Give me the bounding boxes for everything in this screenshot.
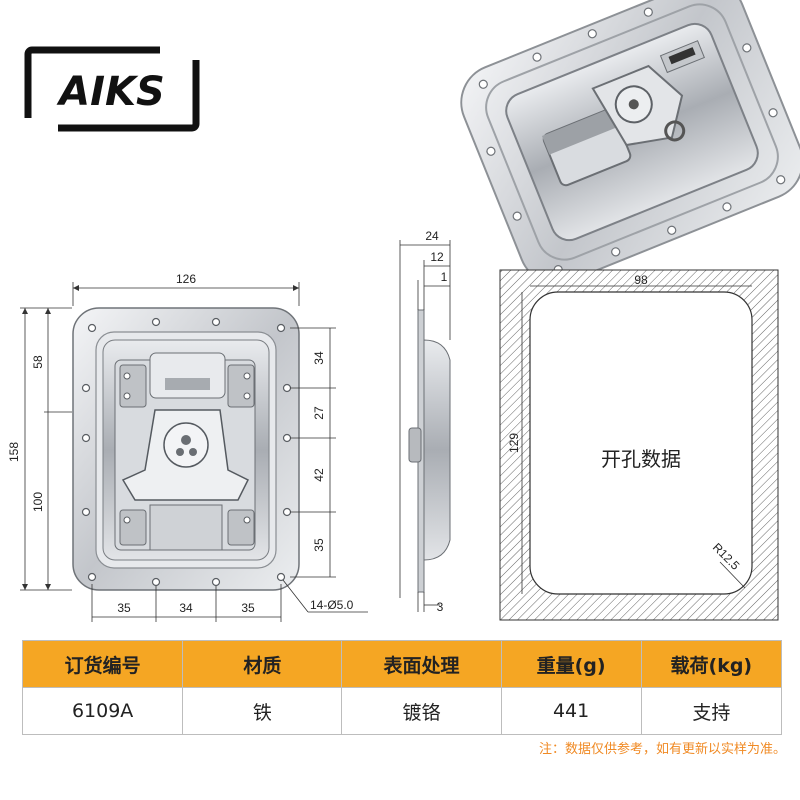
front-height-dim: 158 bbox=[7, 442, 21, 462]
cutout-center-label: 开孔数据 bbox=[601, 447, 681, 471]
front-view: 126 158 58 100 34 27 42 35 35 34 35 14-Ø… bbox=[7, 272, 368, 622]
spec-table: 订货编号 材质 表面处理 重量(g) 载荷(kg) 6109A 铁 镀铬 441… bbox=[21, 640, 783, 735]
front-right-dim: 42 bbox=[312, 468, 326, 482]
value-finish: 镀铬 bbox=[341, 687, 502, 735]
side-bottom-dim: 3 bbox=[437, 600, 444, 614]
front-width-dim: 126 bbox=[176, 272, 196, 286]
value-material: 铁 bbox=[182, 687, 343, 735]
side-top-dim: 12 bbox=[430, 250, 444, 264]
front-left-dim-lower: 100 bbox=[31, 492, 45, 512]
front-right-dim: 34 bbox=[312, 351, 326, 365]
side-top-dim: 24 bbox=[425, 229, 439, 243]
brand-logo: AIKS bbox=[18, 40, 206, 138]
header-weight: 重量(g) bbox=[500, 640, 642, 688]
side-top-dim: 1 bbox=[441, 270, 448, 284]
front-bottom-dim: 35 bbox=[117, 601, 131, 615]
header-load: 载荷(kg) bbox=[640, 640, 783, 688]
cutout-view: 98 129 R12.5 开孔数据 bbox=[499, 269, 779, 621]
header-finish: 表面处理 bbox=[341, 640, 502, 688]
header-material: 材质 bbox=[182, 640, 343, 688]
front-right-dim: 27 bbox=[312, 406, 326, 420]
side-view: 24 12 1 3 bbox=[399, 229, 451, 614]
cutout-width-dim: 98 bbox=[634, 273, 648, 287]
spec-table-header-row: 订货编号 材质 表面处理 重量(g) 载荷(kg) bbox=[21, 640, 783, 688]
hole-callout: 14-Ø5.0 bbox=[310, 598, 354, 612]
front-left-dim-upper: 58 bbox=[31, 355, 45, 369]
value-load: 支持 bbox=[640, 687, 783, 735]
front-right-dim: 35 bbox=[312, 538, 326, 552]
value-weight: 441 bbox=[500, 687, 642, 735]
disclaimer-note: 注：数据仅供参考，如有更新以实样为准。 bbox=[538, 742, 786, 757]
front-bottom-dim: 34 bbox=[179, 601, 193, 615]
value-order-no: 6109A bbox=[21, 687, 184, 735]
product-3d-render bbox=[460, 0, 800, 285]
brand-logo-text: AIKS bbox=[56, 69, 165, 115]
front-bottom-dim: 35 bbox=[241, 601, 255, 615]
spec-table-value-row: 6109A 铁 镀铬 441 支持 bbox=[21, 687, 783, 735]
cutout-height-dim: 129 bbox=[507, 433, 521, 453]
header-order-no: 订货编号 bbox=[21, 640, 184, 688]
